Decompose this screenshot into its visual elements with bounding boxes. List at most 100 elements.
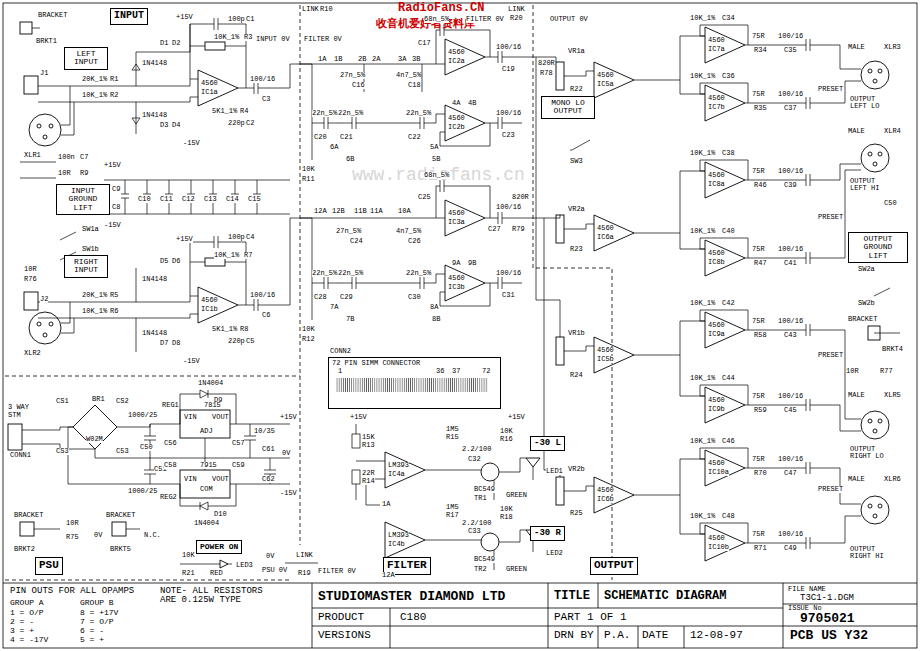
component-label: 1M5 bbox=[446, 504, 459, 511]
output-stage-label: 4560 bbox=[708, 460, 725, 467]
output-stage-label: 100/16 bbox=[778, 91, 803, 98]
component-label: R15 bbox=[446, 434, 459, 441]
component-label: R2 bbox=[110, 92, 118, 99]
component-label: 22R bbox=[362, 470, 375, 477]
output-stage-label: C47 bbox=[784, 470, 797, 477]
component-label: R19 bbox=[298, 570, 311, 577]
connector-symbols bbox=[8, 22, 889, 568]
component-label: PRESET bbox=[818, 214, 843, 221]
section-borders bbox=[5, 5, 612, 580]
output-stage-label: C39 bbox=[784, 182, 797, 189]
title-block-text: GROUP B bbox=[80, 599, 114, 607]
component-label: 820R bbox=[512, 194, 529, 201]
component-label: FILTER 0V bbox=[304, 36, 342, 43]
component-label: C4 bbox=[246, 234, 254, 241]
component-label: PRESET bbox=[818, 352, 843, 359]
component-label: C7 bbox=[80, 154, 88, 161]
component-label: PSU 0V bbox=[262, 567, 287, 574]
component-label: 5K1_1% bbox=[212, 326, 237, 333]
component-label: 10K bbox=[302, 166, 315, 173]
component-label: 4A bbox=[452, 100, 460, 107]
node-text: POWER ON bbox=[200, 543, 238, 551]
component-label: 1N4004 bbox=[194, 520, 219, 527]
component-label: C53 bbox=[116, 448, 129, 455]
component-label: 8A bbox=[430, 304, 438, 311]
output-stage-label: 10K_1% bbox=[690, 15, 715, 22]
component-label: BRACKET bbox=[38, 12, 67, 19]
indicator-label: POWER ON bbox=[196, 540, 242, 554]
output-stage-label: 4560 bbox=[708, 172, 725, 179]
component-label: 4560 bbox=[448, 275, 465, 282]
indicator-label: -30 R bbox=[530, 526, 565, 541]
output-stage-label: 100/16 bbox=[778, 393, 803, 400]
output-stage-label: C42 bbox=[722, 300, 735, 307]
component-label: 1000/25 bbox=[128, 412, 157, 419]
component-label: BC549 bbox=[474, 556, 495, 563]
component-label: VOUT bbox=[212, 476, 229, 483]
component-label: 1N4148 bbox=[142, 112, 167, 119]
output-stage-label: C41 bbox=[784, 260, 797, 267]
component-label: 4560 bbox=[201, 80, 218, 87]
component-label: XLR6 bbox=[884, 476, 901, 483]
title-block-text: NOTE- ALL RESISTORS ARE 0.125W TYPE bbox=[160, 587, 270, 605]
component-label: BRACKET bbox=[106, 512, 135, 519]
component-label: 1N4148 bbox=[142, 60, 167, 67]
component-label: R12 bbox=[302, 336, 315, 343]
component-label: FILTER 0V bbox=[318, 568, 356, 575]
component-label: 1N4004 bbox=[198, 380, 223, 387]
component-label: 6A bbox=[330, 144, 338, 151]
component-label: 22n_5% bbox=[406, 110, 431, 117]
component-label: TR1 bbox=[474, 495, 487, 502]
output-stage-label: IC8b bbox=[708, 259, 725, 266]
component-label: R8 bbox=[240, 326, 248, 333]
connector-label: MONO LO OUTPUT bbox=[541, 96, 595, 119]
component-label: LED1 bbox=[546, 468, 563, 475]
component-label: ADJ bbox=[200, 428, 213, 435]
component-label: 1B bbox=[334, 56, 342, 63]
component-label: 10K bbox=[182, 552, 195, 559]
component-label: 0V bbox=[282, 450, 290, 457]
component-label: OUTPUT 0V bbox=[550, 16, 588, 23]
component-label: 6B bbox=[346, 156, 354, 163]
component-label: COM bbox=[200, 486, 213, 493]
component-label: +15V bbox=[176, 14, 193, 21]
output-stage-label: C35 bbox=[784, 47, 797, 54]
output-stage-label: 75R bbox=[752, 318, 765, 325]
component-label: 3A bbox=[398, 56, 406, 63]
component-label: BRKT4 bbox=[882, 346, 903, 353]
title-block-text: ISSUE No bbox=[788, 605, 822, 612]
component-label: MALE bbox=[848, 44, 865, 51]
component-label: R16 bbox=[500, 436, 513, 443]
component-label: 68n_5% bbox=[424, 172, 449, 179]
output-stage-label: C46 bbox=[722, 438, 735, 445]
component-label: 10/35 bbox=[254, 428, 275, 435]
title-block-text: PRODUCT bbox=[318, 612, 364, 623]
output-stage-label: 100/16 bbox=[778, 246, 803, 253]
component-label: C29 bbox=[340, 294, 353, 301]
node-text: LEFT INPUT bbox=[68, 50, 104, 67]
output-stage-label: 100/16 bbox=[778, 33, 803, 40]
component-label: XLR1 bbox=[24, 152, 41, 159]
component-label: 100/16 bbox=[496, 110, 521, 117]
component-label: R5 bbox=[110, 292, 118, 299]
component-label: LED3 bbox=[236, 562, 253, 569]
output-stage-label: 75R bbox=[752, 531, 765, 538]
component-label: 22n_5% bbox=[312, 270, 337, 277]
component-label: VR1b bbox=[568, 330, 585, 337]
component-label: LM393 bbox=[388, 532, 409, 539]
component-label: 5A bbox=[430, 144, 438, 151]
component-label: BRACKET bbox=[848, 316, 877, 323]
component-label: 2B bbox=[358, 56, 366, 63]
component-label: 4560 bbox=[448, 210, 465, 217]
component-label: R9 bbox=[80, 170, 88, 177]
component-label: IC1b bbox=[201, 306, 218, 313]
output-stage-label: 10K_1% bbox=[690, 300, 715, 307]
component-label: GREEN bbox=[506, 566, 527, 573]
component-label: R10 bbox=[320, 6, 333, 13]
output-stage-label: R71 bbox=[754, 545, 767, 552]
component-label: MALE bbox=[848, 392, 865, 399]
component-label: LINK bbox=[508, 6, 525, 13]
component-label: 11B bbox=[354, 208, 367, 215]
output-stage-label: 10K_1% bbox=[690, 513, 715, 520]
output-stage-label: 4560 bbox=[708, 535, 725, 542]
